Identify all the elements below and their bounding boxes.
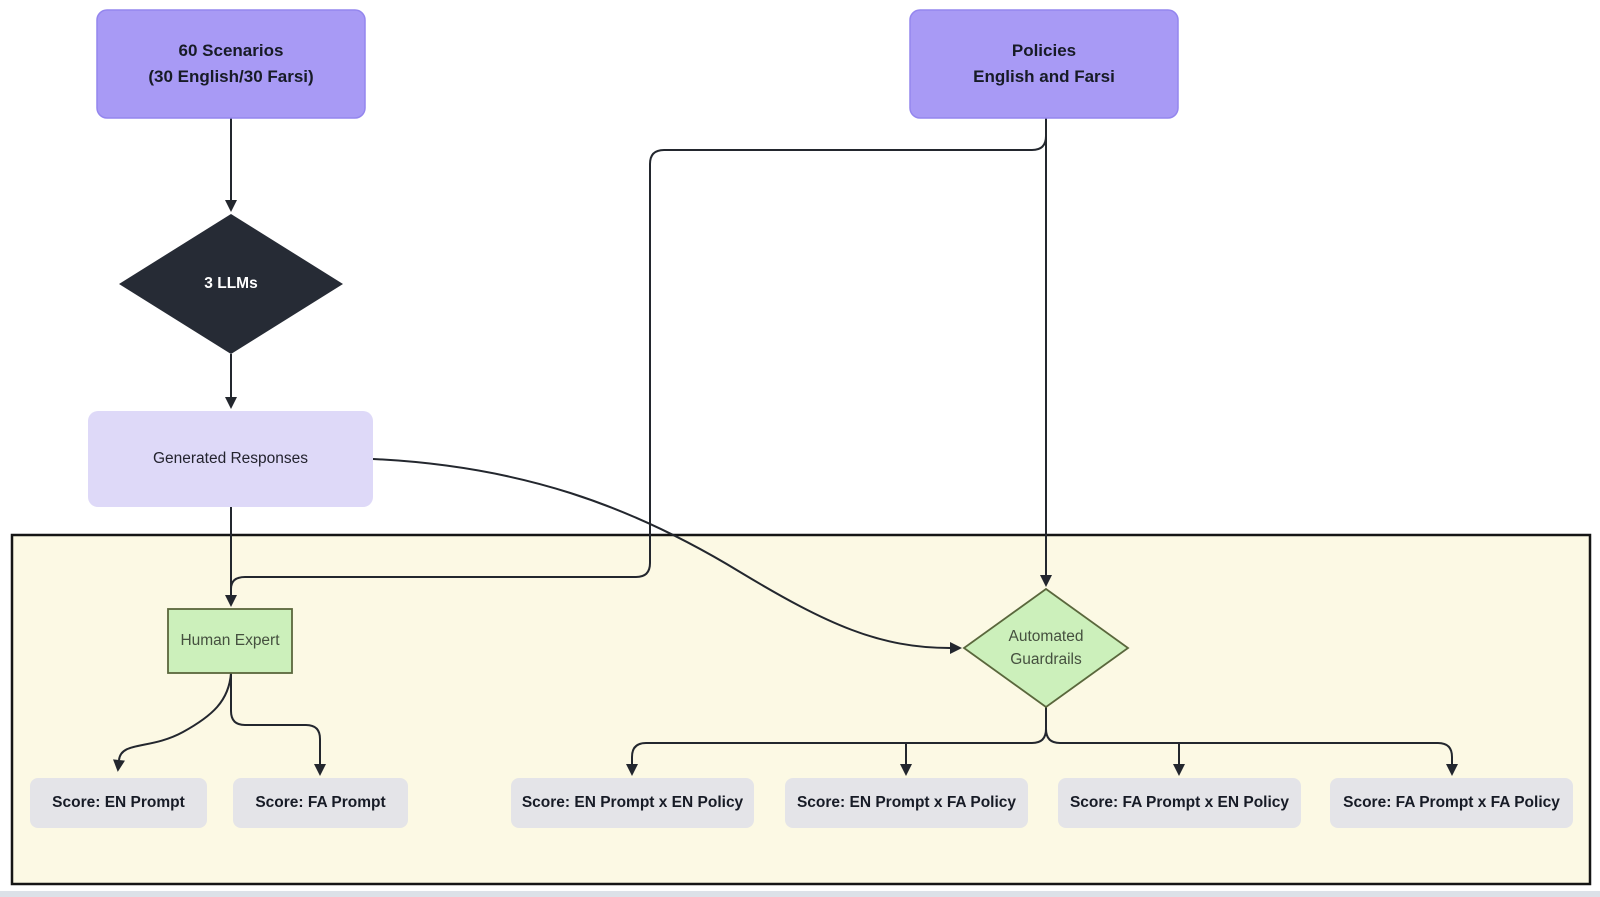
edge-policies-to-human-expert (230, 135, 1047, 590)
human-expert-node (167, 608, 293, 674)
bottom-strip (0, 891, 1600, 897)
edge-guardrails-to-score-fa-fa (1045, 728, 1458, 776)
edges (113, 118, 1458, 776)
score-fa-en-node (1058, 778, 1301, 828)
policies-node (909, 9, 1179, 119)
score-fa-prompt-node (233, 778, 408, 828)
edge-human-expert-to-score-fa (230, 673, 326, 776)
score-en-en-node (511, 778, 754, 828)
score-en-prompt-node (30, 778, 207, 828)
evaluation-container (10, 533, 1592, 886)
edge-generated-to-guardrails (372, 458, 962, 654)
edge-human-expert-to-score-en (113, 672, 232, 772)
score-fa-fa-node (1330, 778, 1573, 828)
llms-node (119, 214, 343, 354)
scenarios-node (96, 9, 366, 119)
score-en-fa-node (785, 778, 1028, 828)
automated-guardrails-node (962, 587, 1130, 709)
edge-guardrails-to-score-en-en (626, 707, 1047, 776)
generated-responses-node (88, 411, 373, 507)
